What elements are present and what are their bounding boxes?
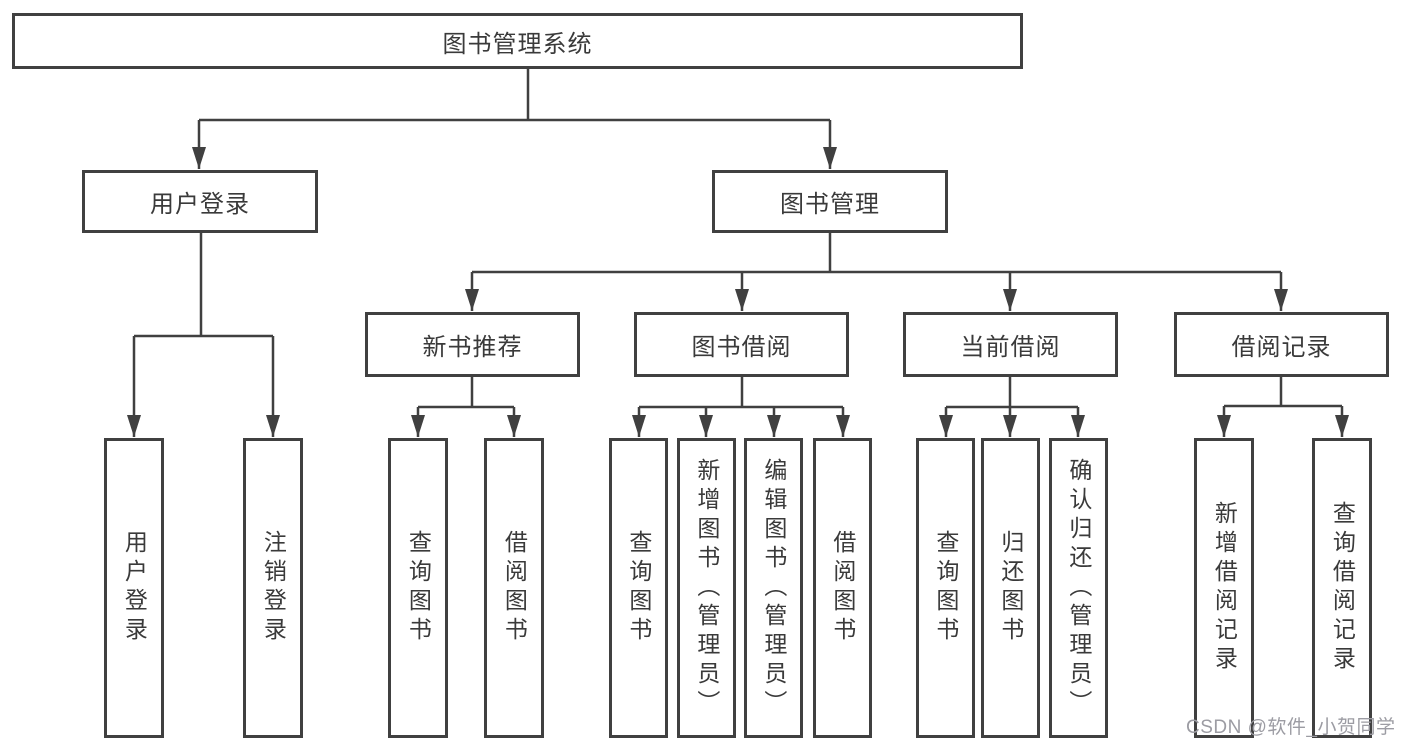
node-label: 图书借阅 bbox=[691, 334, 792, 361]
node-label: 查询借阅记录 bbox=[1329, 501, 1356, 675]
leaf-newrec-query-books: 查询图书 bbox=[388, 438, 448, 738]
node-borrowing-records: 借阅记录 bbox=[1174, 312, 1389, 377]
node-book-borrowing: 图书借阅 bbox=[634, 312, 849, 377]
node-new-book-recommend: 新书推荐 bbox=[365, 312, 580, 377]
leaf-borrow-borrow-books: 借阅图书 bbox=[813, 438, 872, 738]
node-label: 注销登录 bbox=[260, 530, 287, 646]
connector-bookmgmt-to-level3 bbox=[470, 232, 1283, 311]
connector-root-to-level2 bbox=[197, 68, 832, 169]
leaf-current-confirm-return-admin: 确认归还（管理员） bbox=[1049, 438, 1108, 738]
node-label: 当前借阅 bbox=[960, 334, 1061, 361]
node-label: 新书推荐 bbox=[422, 334, 523, 361]
leaf-logout: 注销登录 bbox=[243, 438, 303, 738]
leaf-borrow-add-books-admin: 新增图书（管理员） bbox=[677, 438, 736, 738]
connector-userlogin-to-leaves bbox=[132, 232, 275, 437]
node-label: 用户登录 bbox=[121, 530, 148, 646]
node-label: 确认归还（管理员） bbox=[1065, 457, 1092, 719]
node-user-login: 用户登录 bbox=[82, 170, 318, 233]
node-label: 查询图书 bbox=[932, 530, 959, 646]
node-label: 归还图书 bbox=[997, 530, 1024, 646]
leaf-current-return-books: 归还图书 bbox=[981, 438, 1040, 738]
connector-newbookrec-to-leaves bbox=[416, 377, 516, 437]
leaf-borrow-query-books: 查询图书 bbox=[609, 438, 668, 738]
connector-borrowrecords-to-leaves bbox=[1222, 377, 1344, 437]
leaf-borrow-edit-books-admin: 编辑图书（管理员） bbox=[744, 438, 803, 738]
leaf-records-query-borrow-record: 查询借阅记录 bbox=[1312, 438, 1372, 738]
leaf-newrec-borrow-books: 借阅图书 bbox=[484, 438, 544, 738]
node-label: 新增图书（管理员） bbox=[693, 457, 720, 719]
node-label: 借阅记录 bbox=[1231, 334, 1332, 361]
leaf-user-login: 用户登录 bbox=[104, 438, 164, 738]
node-label: 查询图书 bbox=[625, 530, 652, 646]
node-label: 图书管理 bbox=[780, 191, 880, 218]
connector-bookborrow-to-leaves bbox=[637, 377, 845, 437]
node-label: 编辑图书（管理员） bbox=[760, 457, 787, 719]
node-label: 新增借阅记录 bbox=[1211, 501, 1238, 675]
node-label: 用户登录 bbox=[150, 191, 250, 218]
leaf-records-add-borrow-record: 新增借阅记录 bbox=[1194, 438, 1254, 738]
node-book-management: 图书管理 bbox=[712, 170, 948, 233]
csdn-watermark: CSDN @软件_小贺同学 bbox=[1186, 717, 1396, 738]
node-label: 查询图书 bbox=[405, 530, 432, 646]
node-label: 图书管理系统 bbox=[442, 30, 593, 58]
node-library-system: 图书管理系统 bbox=[12, 13, 1023, 69]
node-label: 借阅图书 bbox=[829, 530, 856, 646]
leaf-current-query-books: 查询图书 bbox=[916, 438, 975, 738]
node-label: 借阅图书 bbox=[501, 530, 528, 646]
node-current-borrowing: 当前借阅 bbox=[903, 312, 1118, 377]
arrowheads bbox=[127, 147, 1349, 437]
